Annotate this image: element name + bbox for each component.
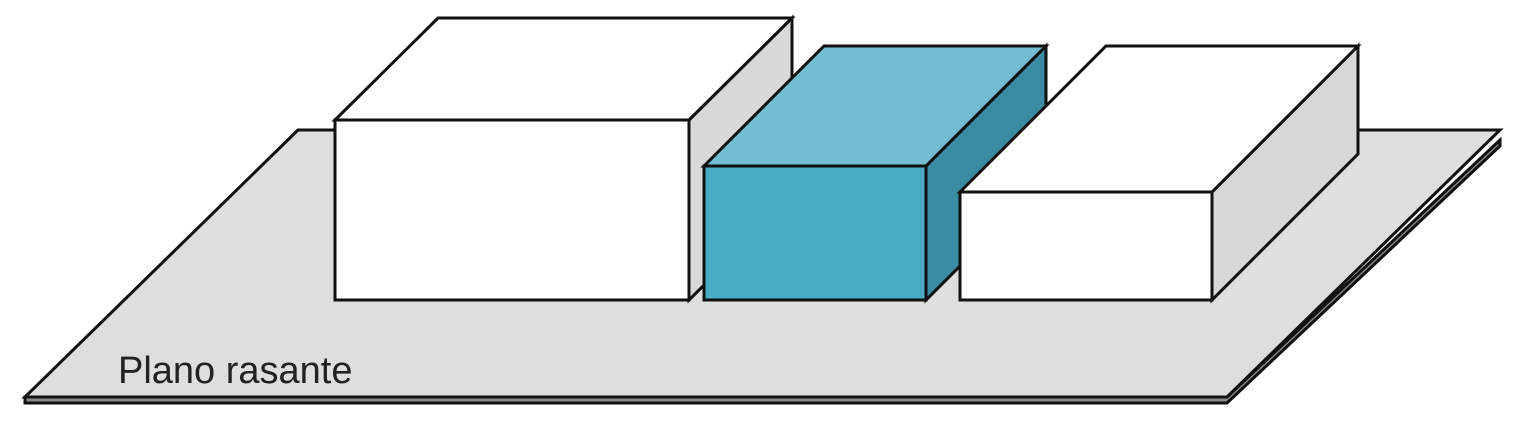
middle-block-front: [702, 164, 928, 302]
right-block: [956, 42, 1362, 304]
plane-label: Plano rasante: [118, 350, 353, 392]
left-block-front: [333, 118, 691, 302]
right-block-front: [958, 190, 1214, 302]
